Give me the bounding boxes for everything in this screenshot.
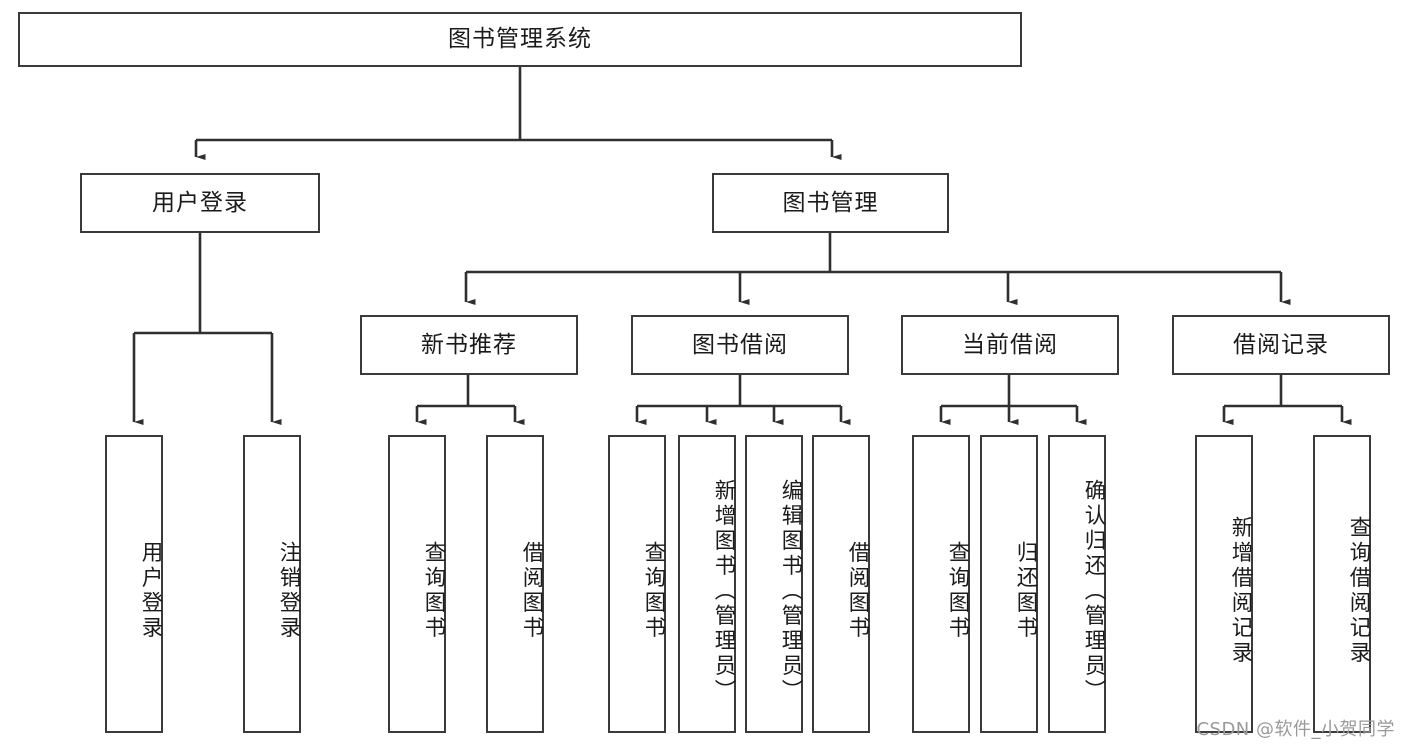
node-borrow-record-label: 借阅记录 xyxy=(1233,331,1329,358)
leaf-user-login[interactable]: 用户登录 xyxy=(105,435,163,733)
leaf-logout-login-label: 注销登录 xyxy=(276,541,301,641)
node-root-book-management-system[interactable]: 图书管理系统 xyxy=(18,12,1022,67)
leaf-add-book-admin-label: 新增图书（管理员） xyxy=(711,478,736,704)
leaf-query-book-current-label: 查询图书 xyxy=(945,541,970,641)
leaf-query-book-recommend[interactable]: 查询图书 xyxy=(388,435,446,733)
leaf-return-book[interactable]: 归还图书 xyxy=(980,435,1038,733)
node-book-borrow-label: 图书借阅 xyxy=(692,331,788,358)
node-book-manage[interactable]: 图书管理 xyxy=(712,173,949,233)
node-book-borrow[interactable]: 图书借阅 xyxy=(631,315,849,375)
leaf-add-borrow-record-label: 新增借阅记录 xyxy=(1228,516,1253,666)
node-current-borrow[interactable]: 当前借阅 xyxy=(901,315,1119,375)
node-user-login-label: 用户登录 xyxy=(152,189,248,216)
leaf-query-borrow-record[interactable]: 查询借阅记录 xyxy=(1313,435,1371,733)
leaf-borrow-book[interactable]: 借阅图书 xyxy=(812,435,870,733)
leaf-edit-book-admin[interactable]: 编辑图书（管理员） xyxy=(745,435,803,733)
leaf-query-book-borrow[interactable]: 查询图书 xyxy=(608,435,666,733)
node-new-book-recommend-label: 新书推荐 xyxy=(421,331,517,358)
node-user-login[interactable]: 用户登录 xyxy=(80,173,320,233)
leaf-user-login-label: 用户登录 xyxy=(138,541,163,641)
node-book-manage-label: 图书管理 xyxy=(782,189,879,216)
node-current-borrow-label: 当前借阅 xyxy=(962,331,1058,358)
leaf-query-book-current[interactable]: 查询图书 xyxy=(912,435,970,733)
leaf-borrow-book-recommend[interactable]: 借阅图书 xyxy=(486,435,544,733)
leaf-borrow-book-label: 借阅图书 xyxy=(845,541,870,641)
leaf-return-book-label: 归还图书 xyxy=(1013,541,1038,641)
node-root-label: 图书管理系统 xyxy=(448,26,592,53)
leaf-confirm-return-admin[interactable]: 确认归还（管理员） xyxy=(1048,435,1106,733)
node-borrow-record[interactable]: 借阅记录 xyxy=(1172,315,1390,375)
leaf-query-book-recommend-label: 查询图书 xyxy=(421,541,446,641)
leaf-query-book-borrow-label: 查询图书 xyxy=(641,541,666,641)
node-new-book-recommend[interactable]: 新书推荐 xyxy=(360,315,578,375)
leaf-add-borrow-record[interactable]: 新增借阅记录 xyxy=(1195,435,1253,733)
leaf-add-book-admin[interactable]: 新增图书（管理员） xyxy=(678,435,736,733)
leaf-query-borrow-record-label: 查询借阅记录 xyxy=(1346,516,1371,666)
leaf-logout-login[interactable]: 注销登录 xyxy=(243,435,301,733)
csdn-watermark: CSDN @软件_小贺同学 xyxy=(1196,719,1395,740)
leaf-edit-book-admin-label: 编辑图书（管理员） xyxy=(778,478,803,704)
leaf-confirm-return-admin-label: 确认归还（管理员） xyxy=(1081,478,1106,704)
leaf-borrow-book-recommend-label: 借阅图书 xyxy=(519,541,544,641)
